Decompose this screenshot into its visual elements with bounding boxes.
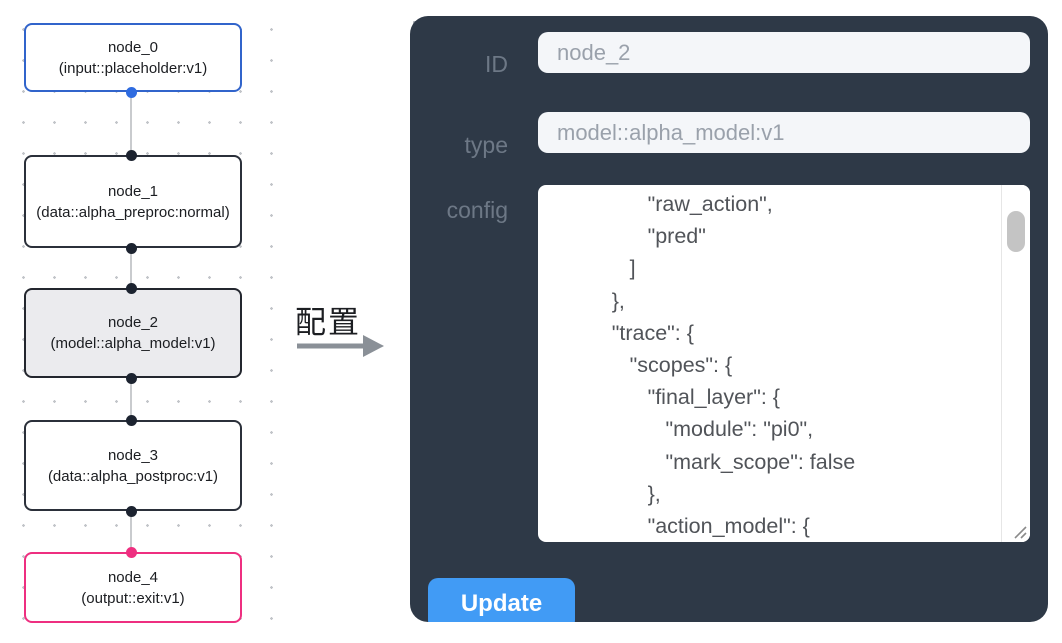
node-1-type: (data::alpha_preproc:normal) [36,203,230,221]
node-1-name: node_1 [107,182,159,200]
flow-canvas: node_0 (input::placeholder:v1) node_1 (d… [0,0,282,643]
edge-node3-node4 [130,511,132,552]
edge-node2-node3 [130,378,132,420]
node-3-input-port[interactable] [126,414,137,426]
panel-canvas-region: ID type config "raw_action", "pred" ] },… [392,0,1058,626]
node-2-label: node_2 (model::alpha_model:v1) [35,312,231,354]
node-4-type: (output::exit:v1) [81,589,185,607]
update-button[interactable]: Update [428,578,575,622]
config-field-label: config [446,197,508,223]
type-input[interactable] [538,112,1030,153]
node-4[interactable]: node_4 (output::exit:v1) [24,552,242,623]
right-arrow-icon [297,335,384,357]
node-1[interactable]: node_1 (data::alpha_preproc:normal) [24,155,242,248]
node-2-type: (model::alpha_model:v1) [50,335,216,352]
config-scrollbar-thumb[interactable] [1007,211,1025,252]
node-3[interactable]: node_3 (data::alpha_postproc:v1) [24,420,242,511]
node-2-name: node_2 [107,314,159,331]
node-0-output-port[interactable] [126,86,137,98]
node-4-name: node_4 [107,568,159,586]
id-input[interactable] [538,32,1030,73]
node-1-label: node_1 (data::alpha_preproc:normal) [35,181,231,223]
node-2-output-port[interactable] [126,372,137,384]
node-3-output-port[interactable] [126,505,137,517]
node-3-label: node_3 (data::alpha_postproc:v1) [35,445,231,487]
config-scrollbar-track[interactable] [1001,185,1030,542]
node-0-label: node_0 (input::placeholder:v1) [35,37,231,79]
node-0-type: (input::placeholder:v1) [58,59,208,77]
node-2-input-port[interactable] [126,282,137,294]
node-4-label: node_4 (output::exit:v1) [35,567,231,609]
textarea-resize-handle-icon[interactable] [1012,524,1027,539]
type-field-label: type [464,132,508,158]
edge-node1-node2 [130,248,132,288]
config-textarea[interactable]: "raw_action", "pred" ] }, "trace": { "sc… [538,185,1030,542]
node-1-input-port[interactable] [126,149,137,161]
node-4-input-port[interactable] [126,546,137,558]
node-1-output-port[interactable] [126,242,137,254]
configure-annotation: 配置 [295,305,361,340]
node-0-name: node_0 [107,38,159,56]
node-3-type: (data::alpha_postproc:v1) [47,467,219,485]
node-0[interactable]: node_0 (input::placeholder:v1) [24,23,242,92]
id-field-label: ID [485,51,508,77]
node-3-name: node_3 [107,446,159,464]
edge-node0-node1 [130,92,132,155]
config-json-text: "raw_action", "pred" ] }, "trace": { "sc… [611,192,856,539]
node-2[interactable]: node_2 (model::alpha_model:v1) [24,288,242,378]
node-config-panel: ID type config "raw_action", "pred" ] },… [410,16,1048,622]
